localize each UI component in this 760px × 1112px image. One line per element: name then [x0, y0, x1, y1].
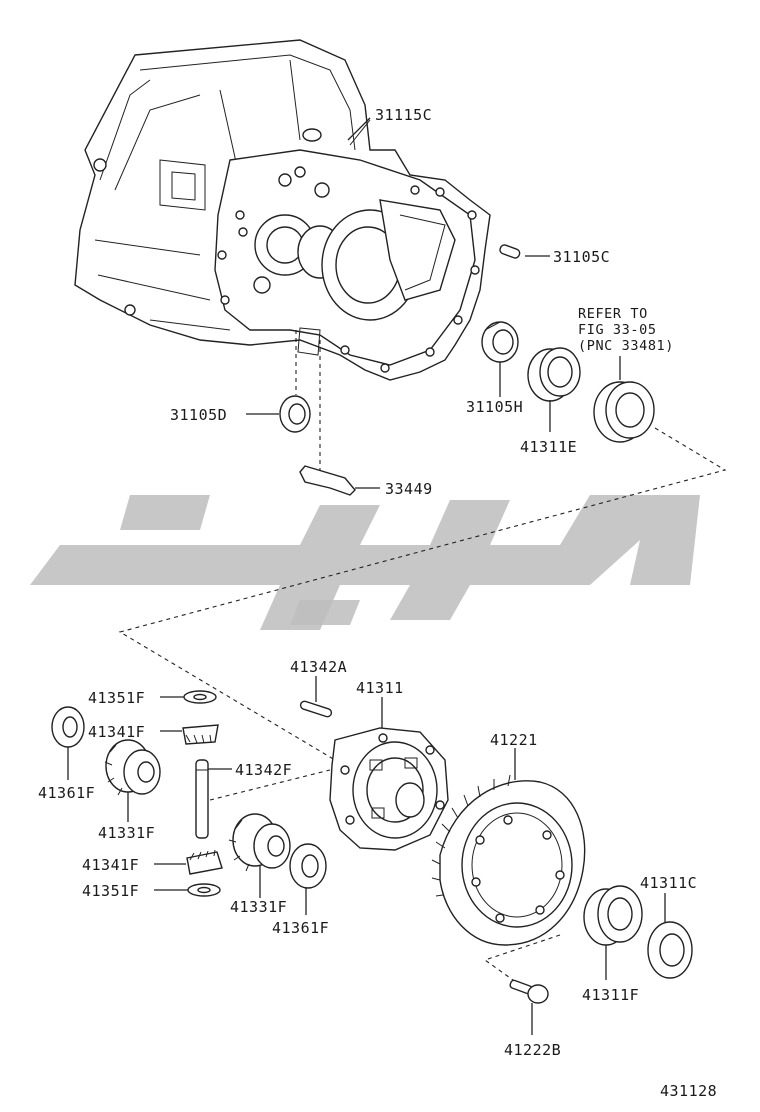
part-referenced-bearing — [593, 381, 655, 443]
label-41361F-left: 41361F — [38, 784, 95, 802]
label-41311: 41311 — [356, 679, 404, 697]
part-41342F-pinion-shaft — [195, 759, 209, 839]
label-33449: 33449 — [385, 480, 433, 498]
transaxle-housing — [74, 39, 491, 381]
reference-note-line2: FIG 33-05 — [578, 322, 657, 338]
part-41351F-top-washer — [183, 690, 217, 704]
part-33449-plate — [299, 465, 356, 496]
part-41341F-bottom-pinion — [186, 849, 223, 875]
part-41311E-bearing — [527, 347, 581, 402]
label-41221: 41221 — [490, 731, 538, 749]
label-41311E: 41311E — [520, 438, 577, 456]
label-41311C: 41311C — [640, 874, 697, 892]
part-41311C-washer — [647, 921, 693, 979]
part-41331F-left-side-gear — [104, 739, 161, 796]
part-31105C-pin — [499, 244, 521, 259]
part-41222B-bolt — [509, 979, 549, 1004]
part-41361F-right-washer — [289, 843, 327, 889]
part-41351F-bottom-washer — [187, 883, 221, 897]
label-41222B: 41222B — [504, 1041, 561, 1059]
part-41361F-left-washer — [51, 706, 85, 748]
label-41331F-left: 41331F — [98, 824, 155, 842]
part-31105D-oil-seal — [279, 395, 311, 433]
figure-number: 431128 — [660, 1082, 717, 1100]
watermark-logo — [30, 495, 700, 630]
part-41311-differential-case — [329, 727, 449, 851]
reference-note-line1: REFER TO — [578, 306, 648, 322]
label-31105C: 31105C — [553, 248, 610, 266]
label-41351F-top: 41351F — [88, 689, 145, 707]
label-41351F-bottom: 41351F — [82, 882, 139, 900]
label-31105D: 31105D — [170, 406, 227, 424]
label-31105H: 31105H — [466, 398, 523, 416]
part-41221-ring-gear — [431, 774, 586, 946]
label-31115C: 31115C — [375, 106, 432, 124]
part-41311F-bearing — [583, 885, 643, 946]
part-31105H-oil-seal — [481, 321, 519, 363]
label-41311F: 41311F — [582, 986, 639, 1004]
label-41341F-top: 41341F — [88, 723, 145, 741]
part-41342A-pin — [299, 700, 333, 718]
part-41341F-top-pinion — [182, 724, 219, 745]
reference-note-line3: (PNC 33481) — [578, 338, 674, 354]
label-41341F-bottom: 41341F — [82, 856, 139, 874]
label-41342A: 41342A — [290, 658, 347, 676]
label-41342F: 41342F — [235, 761, 292, 779]
label-41361F-right: 41361F — [272, 919, 329, 937]
label-41331F-right: 41331F — [230, 898, 287, 916]
part-41331F-right-side-gear — [228, 813, 291, 872]
